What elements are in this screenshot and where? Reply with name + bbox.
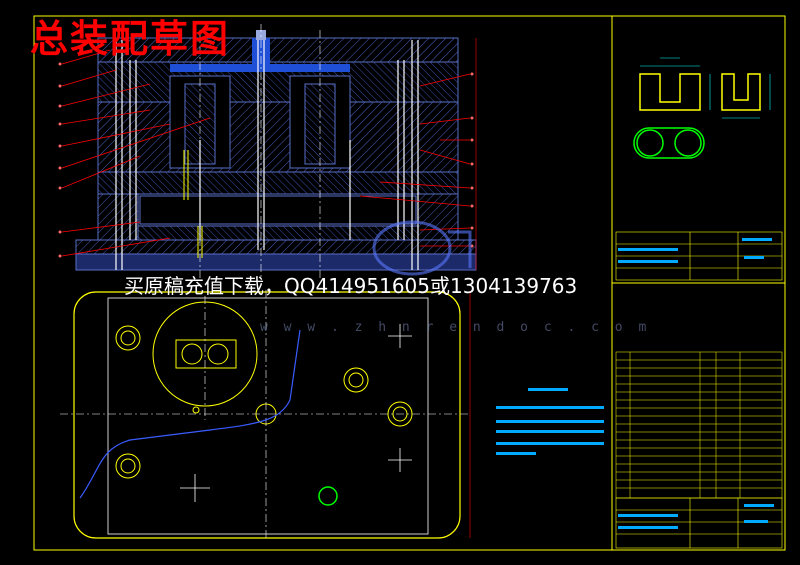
tech-notes xyxy=(496,388,604,455)
part-drawing xyxy=(633,57,771,159)
watermark-url: w w w . z h n r e n d o c . c o m xyxy=(260,320,651,335)
section-view xyxy=(58,24,477,280)
watermark-logo xyxy=(372,220,472,276)
title-block-upper xyxy=(615,231,783,281)
drawing-title: 总装配草图 xyxy=(30,17,231,61)
download-banner: 买原稿充值下载，QQ414951605或1304139763 xyxy=(124,274,578,298)
title-block-fill xyxy=(618,238,774,529)
plan-view xyxy=(60,290,471,540)
bom-table xyxy=(615,351,783,499)
